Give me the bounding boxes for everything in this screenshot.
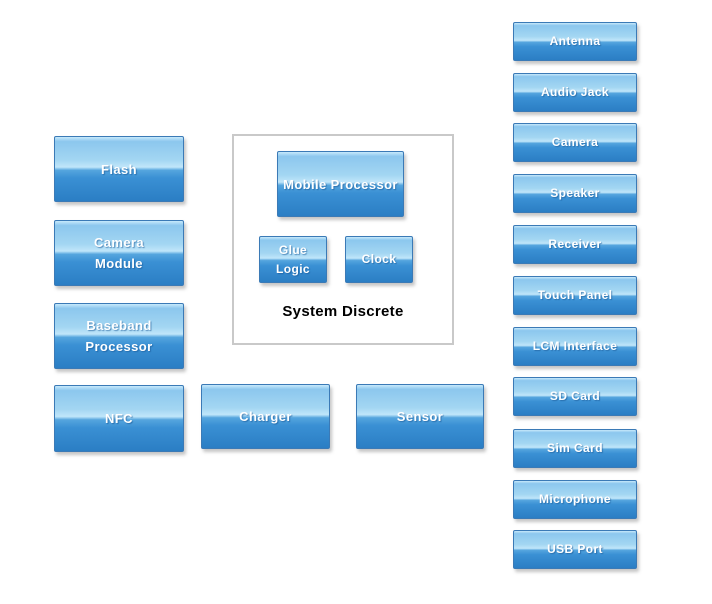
block-clock-label: Clock	[361, 252, 397, 266]
block-antenna: Antenna	[513, 22, 637, 61]
block-microphone: Microphone	[513, 480, 637, 519]
block-camera-module-label-line1: Camera	[93, 235, 145, 250]
block-glue-logic-label-line1: Glue	[278, 242, 308, 257]
block-antenna-label: Antenna	[549, 34, 601, 48]
block-receiver-label: Receiver	[548, 237, 602, 251]
block-glue-logic: Glue Logic	[259, 236, 327, 283]
block-nfc-label: NFC	[105, 411, 133, 426]
block-flash-label: Flash	[101, 161, 137, 177]
block-charger: Charger	[201, 384, 330, 449]
block-camera-label: Camera	[551, 135, 599, 149]
block-audio-jack-label: Audio Jack	[540, 85, 610, 99]
block-camera-module-label-line2: Module	[95, 256, 143, 271]
block-receiver: Receiver	[513, 225, 637, 264]
block-mobile-processor-label: Mobile Processor	[283, 176, 398, 192]
block-touch-panel-label: Touch Panel	[537, 288, 613, 302]
block-sensor: Sensor	[356, 384, 484, 449]
block-camera-module: Camera Module	[54, 220, 184, 286]
block-charger-label: Charger	[239, 409, 292, 424]
block-sd-card: SD Card	[513, 377, 637, 416]
block-glue-logic-label-line2: Logic	[276, 261, 310, 276]
block-mobile-processor: Mobile Processor	[277, 151, 404, 217]
system-discrete-label: System Discrete	[282, 303, 404, 320]
block-baseband-processor-label-line1: Baseband	[86, 318, 152, 333]
block-clock: Clock	[345, 236, 413, 283]
block-sd-card-label: SD Card	[549, 389, 601, 403]
block-touch-panel: Touch Panel	[513, 276, 637, 315]
block-sim-card: Sim Card	[513, 429, 637, 468]
block-audio-jack: Audio Jack	[513, 73, 637, 112]
block-speaker: Speaker	[513, 174, 637, 213]
block-baseband-processor: Baseband Processor	[54, 303, 184, 369]
block-usb-port: USB Port	[513, 530, 637, 569]
block-baseband-processor-label-line2: Processor	[85, 339, 153, 354]
block-speaker-label: Speaker	[550, 186, 600, 200]
block-sensor-label: Sensor	[396, 409, 444, 424]
block-lcm-interface: LCM Interface	[513, 327, 637, 366]
block-usb-port-label: USB Port	[547, 542, 603, 556]
block-flash: Flash	[54, 136, 184, 202]
block-camera: Camera	[513, 123, 637, 162]
block-lcm-interface-label: LCM Interface	[532, 339, 618, 353]
block-nfc: NFC	[54, 385, 184, 452]
block-sim-card-label: Sim Card	[547, 441, 603, 455]
block-microphone-label: Microphone	[539, 492, 611, 506]
